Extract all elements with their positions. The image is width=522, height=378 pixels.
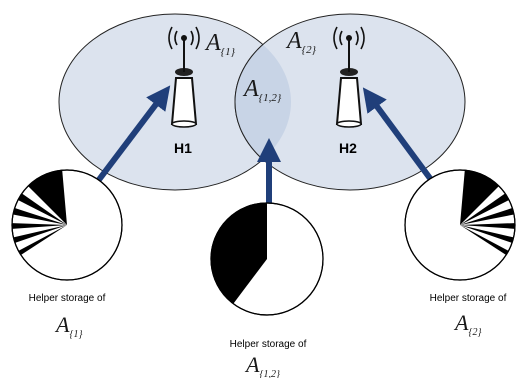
- coverage-overlap-region: [234, 14, 291, 190]
- pie-slice: [13, 225, 68, 243]
- pie-slice: [460, 225, 514, 243]
- helper-label-h2: H2: [339, 140, 357, 156]
- antenna-tower-icon: [168, 26, 200, 128]
- storage-caption-set-h2: A{2}: [453, 310, 481, 338]
- pie-slice: [11, 223, 67, 229]
- region-label-a2: A{2}: [285, 28, 317, 56]
- storage-caption-set-overlap: A{1,2}: [244, 352, 280, 378]
- antenna-tower-icon: [333, 26, 365, 128]
- arrow-storage-to-h1: [95, 85, 171, 183]
- storage-pie-h1: [11, 169, 123, 281]
- pie-slice: [17, 193, 67, 225]
- storage-caption-set-h1: A{1}: [54, 312, 82, 340]
- region-label-a12: A{1,2}: [242, 76, 282, 104]
- pie-outline: [404, 169, 516, 281]
- pie-slice: [460, 170, 499, 225]
- storage-caption-overlap: Helper storage of: [230, 339, 307, 350]
- storage-caption-h1: Helper storage of: [29, 293, 106, 304]
- storage-pie-h2: [404, 169, 516, 281]
- region-label-a1: A{1}: [204, 30, 236, 58]
- pie-slice: [28, 170, 67, 225]
- pie-slice: [18, 225, 67, 255]
- storage-caption-h2: Helper storage of: [430, 293, 507, 304]
- storage-pie-overlap: [210, 202, 324, 316]
- pie-slice: [13, 208, 67, 225]
- pie-slice: [460, 225, 509, 255]
- pie-slice: [460, 223, 515, 229]
- pie-slice: [460, 208, 514, 225]
- pie-outline: [210, 202, 324, 316]
- arrow-storage-to-h2: [362, 87, 435, 183]
- helper-label-h1: H1: [174, 140, 192, 156]
- pie-slice: [210, 203, 267, 304]
- pie-slice: [460, 193, 510, 225]
- pie-outline: [11, 169, 123, 281]
